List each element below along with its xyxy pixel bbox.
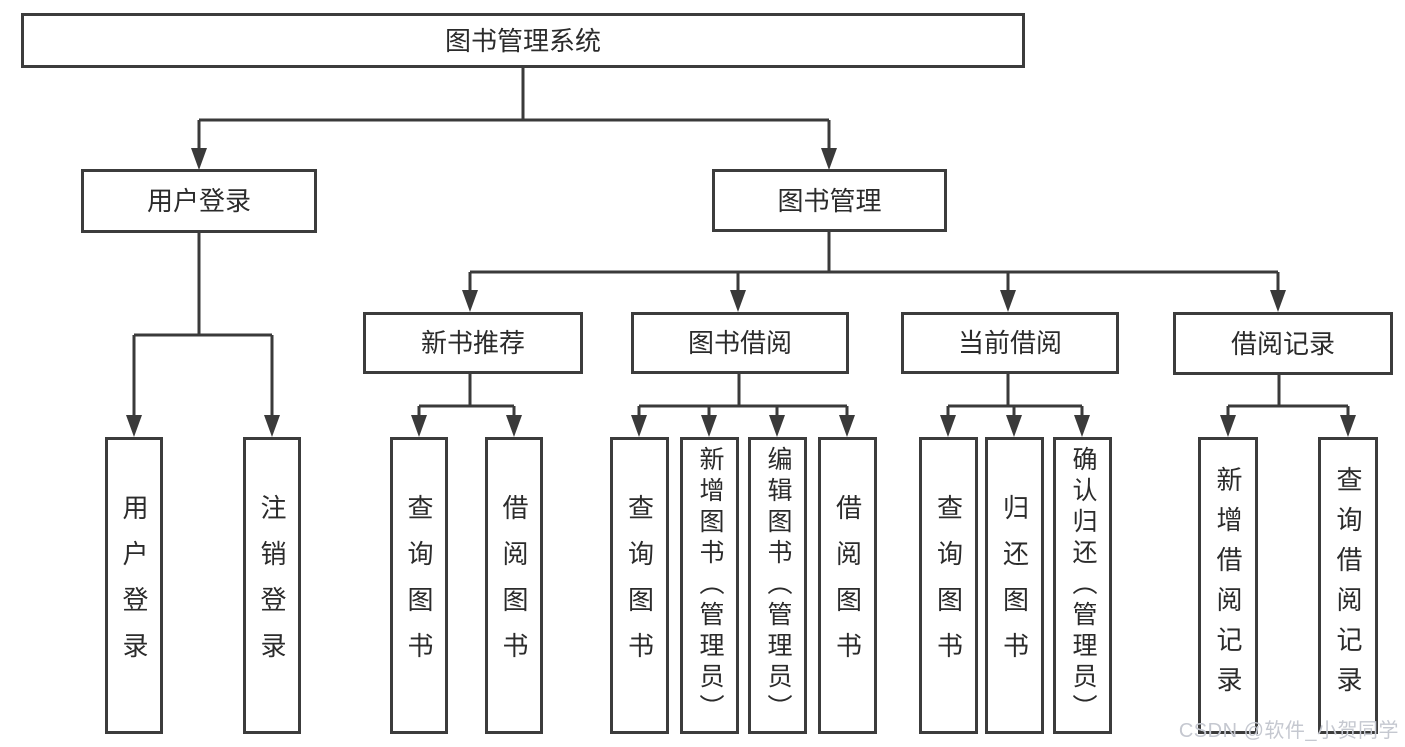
- leaf-confirm-return-admin-label: 确认归还（管理员）: [1069, 446, 1097, 725]
- node-root-label: 图书管理系统: [444, 25, 601, 56]
- leaf-query-books-current-label: 查询图书: [933, 493, 964, 678]
- connector-borrow-records-to-leaves: [1226, 375, 1350, 419]
- leaf-edit-books-admin-label: 编辑图书（管理员）: [764, 446, 792, 725]
- node-book-management-label: 图书管理: [777, 185, 882, 216]
- leaf-query-books-recommend: 查询图书: [390, 437, 448, 734]
- leaf-borrow-books: 借阅图书: [818, 437, 877, 734]
- leaf-user-login: 用户登录: [105, 437, 163, 734]
- leaf-add-books-admin-label: 新增图书（管理员）: [696, 446, 724, 725]
- csdn-watermark: CSDN @软件_小贺同学: [1178, 720, 1399, 742]
- leaf-user-login-label: 用户登录: [119, 493, 149, 678]
- leaf-query-books-borrow-label: 查询图书: [624, 493, 655, 678]
- connector-current-borrow-to-leaves: [946, 374, 1084, 419]
- leaf-query-books-recommend-label: 查询图书: [404, 493, 434, 678]
- leaf-borrow-books-recommend: 借阅图书: [485, 437, 543, 734]
- node-current-borrowing: 当前借阅: [901, 312, 1119, 374]
- leaf-query-books-current: 查询图书: [919, 437, 978, 734]
- leaf-query-borrow-record: 查询借阅记录: [1318, 437, 1378, 734]
- leaf-borrow-books-recommend-label: 借阅图书: [499, 493, 529, 678]
- leaf-add-borrow-record: 新增借阅记录: [1198, 437, 1258, 734]
- connector-lines: [132, 68, 1350, 419]
- leaf-logout-label: 注销登录: [257, 493, 287, 678]
- arrowheads: [126, 148, 1356, 437]
- connector-new-book-rec-to-leaves: [417, 374, 516, 419]
- connector-user-login-to-leaves: [132, 233, 274, 419]
- node-new-book-recommend: 新书推荐: [363, 312, 583, 374]
- node-book-management: 图书管理: [712, 169, 947, 232]
- leaf-add-books-admin: 新增图书（管理员）: [680, 437, 739, 734]
- node-new-book-recommend-label: 新书推荐: [420, 328, 525, 358]
- leaf-borrow-books-label: 借阅图书: [832, 493, 863, 678]
- leaf-edit-books-admin: 编辑图书（管理员）: [748, 437, 807, 734]
- leaf-return-books-label: 归还图书: [999, 493, 1030, 678]
- node-borrow-records: 借阅记录: [1173, 312, 1393, 375]
- node-user-login: 用户登录: [81, 169, 317, 233]
- connector-book-borrow-to-leaves: [637, 374, 849, 419]
- leaf-query-borrow-record-label: 查询借阅记录: [1333, 465, 1363, 706]
- leaf-query-books-borrow: 查询图书: [610, 437, 669, 734]
- leaf-return-books: 归还图书: [985, 437, 1044, 734]
- leaf-confirm-return-admin: 确认归还（管理员）: [1053, 437, 1112, 734]
- connector-book-management-to-level2: [468, 232, 1280, 294]
- node-current-borrowing-label: 当前借阅: [957, 328, 1062, 358]
- node-user-login-label: 用户登录: [146, 186, 251, 216]
- node-book-borrowing-label: 图书借阅: [687, 328, 792, 358]
- node-root: 图书管理系统: [21, 13, 1025, 68]
- connector-root-to-level1: [197, 68, 831, 152]
- leaf-logout: 注销登录: [243, 437, 301, 734]
- node-book-borrowing: 图书借阅: [631, 312, 849, 374]
- node-borrow-records-label: 借阅记录: [1230, 328, 1335, 359]
- leaf-add-borrow-record-label: 新增借阅记录: [1213, 465, 1243, 706]
